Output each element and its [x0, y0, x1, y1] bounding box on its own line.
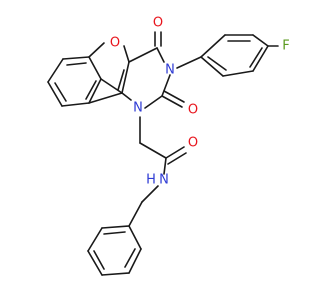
fluorophenyl-ring: [176, 34, 279, 77]
atom-o-amide: O: [188, 136, 198, 151]
molecule-structure: O O N F O N O H N: [47, 16, 290, 276]
carbonyl-bonds: [154, 31, 185, 108]
atom-n-amide: N: [159, 173, 169, 188]
atom-n3: N: [165, 63, 175, 78]
atom-o-c4: O: [153, 16, 163, 31]
furan-ring: [88, 42, 130, 104]
atom-o-c2: O: [188, 103, 198, 118]
atom-n1: N: [133, 101, 143, 116]
atom-o-furan: O: [110, 36, 120, 51]
side-chain: [139, 116, 187, 203]
atom-f: F: [282, 39, 289, 54]
atom-nh-hydrogen: H: [146, 173, 156, 188]
benzyl-ring: [87, 201, 143, 276]
pyrimidine-ring: [121, 47, 171, 109]
benzo-ring: [47, 56, 102, 107]
